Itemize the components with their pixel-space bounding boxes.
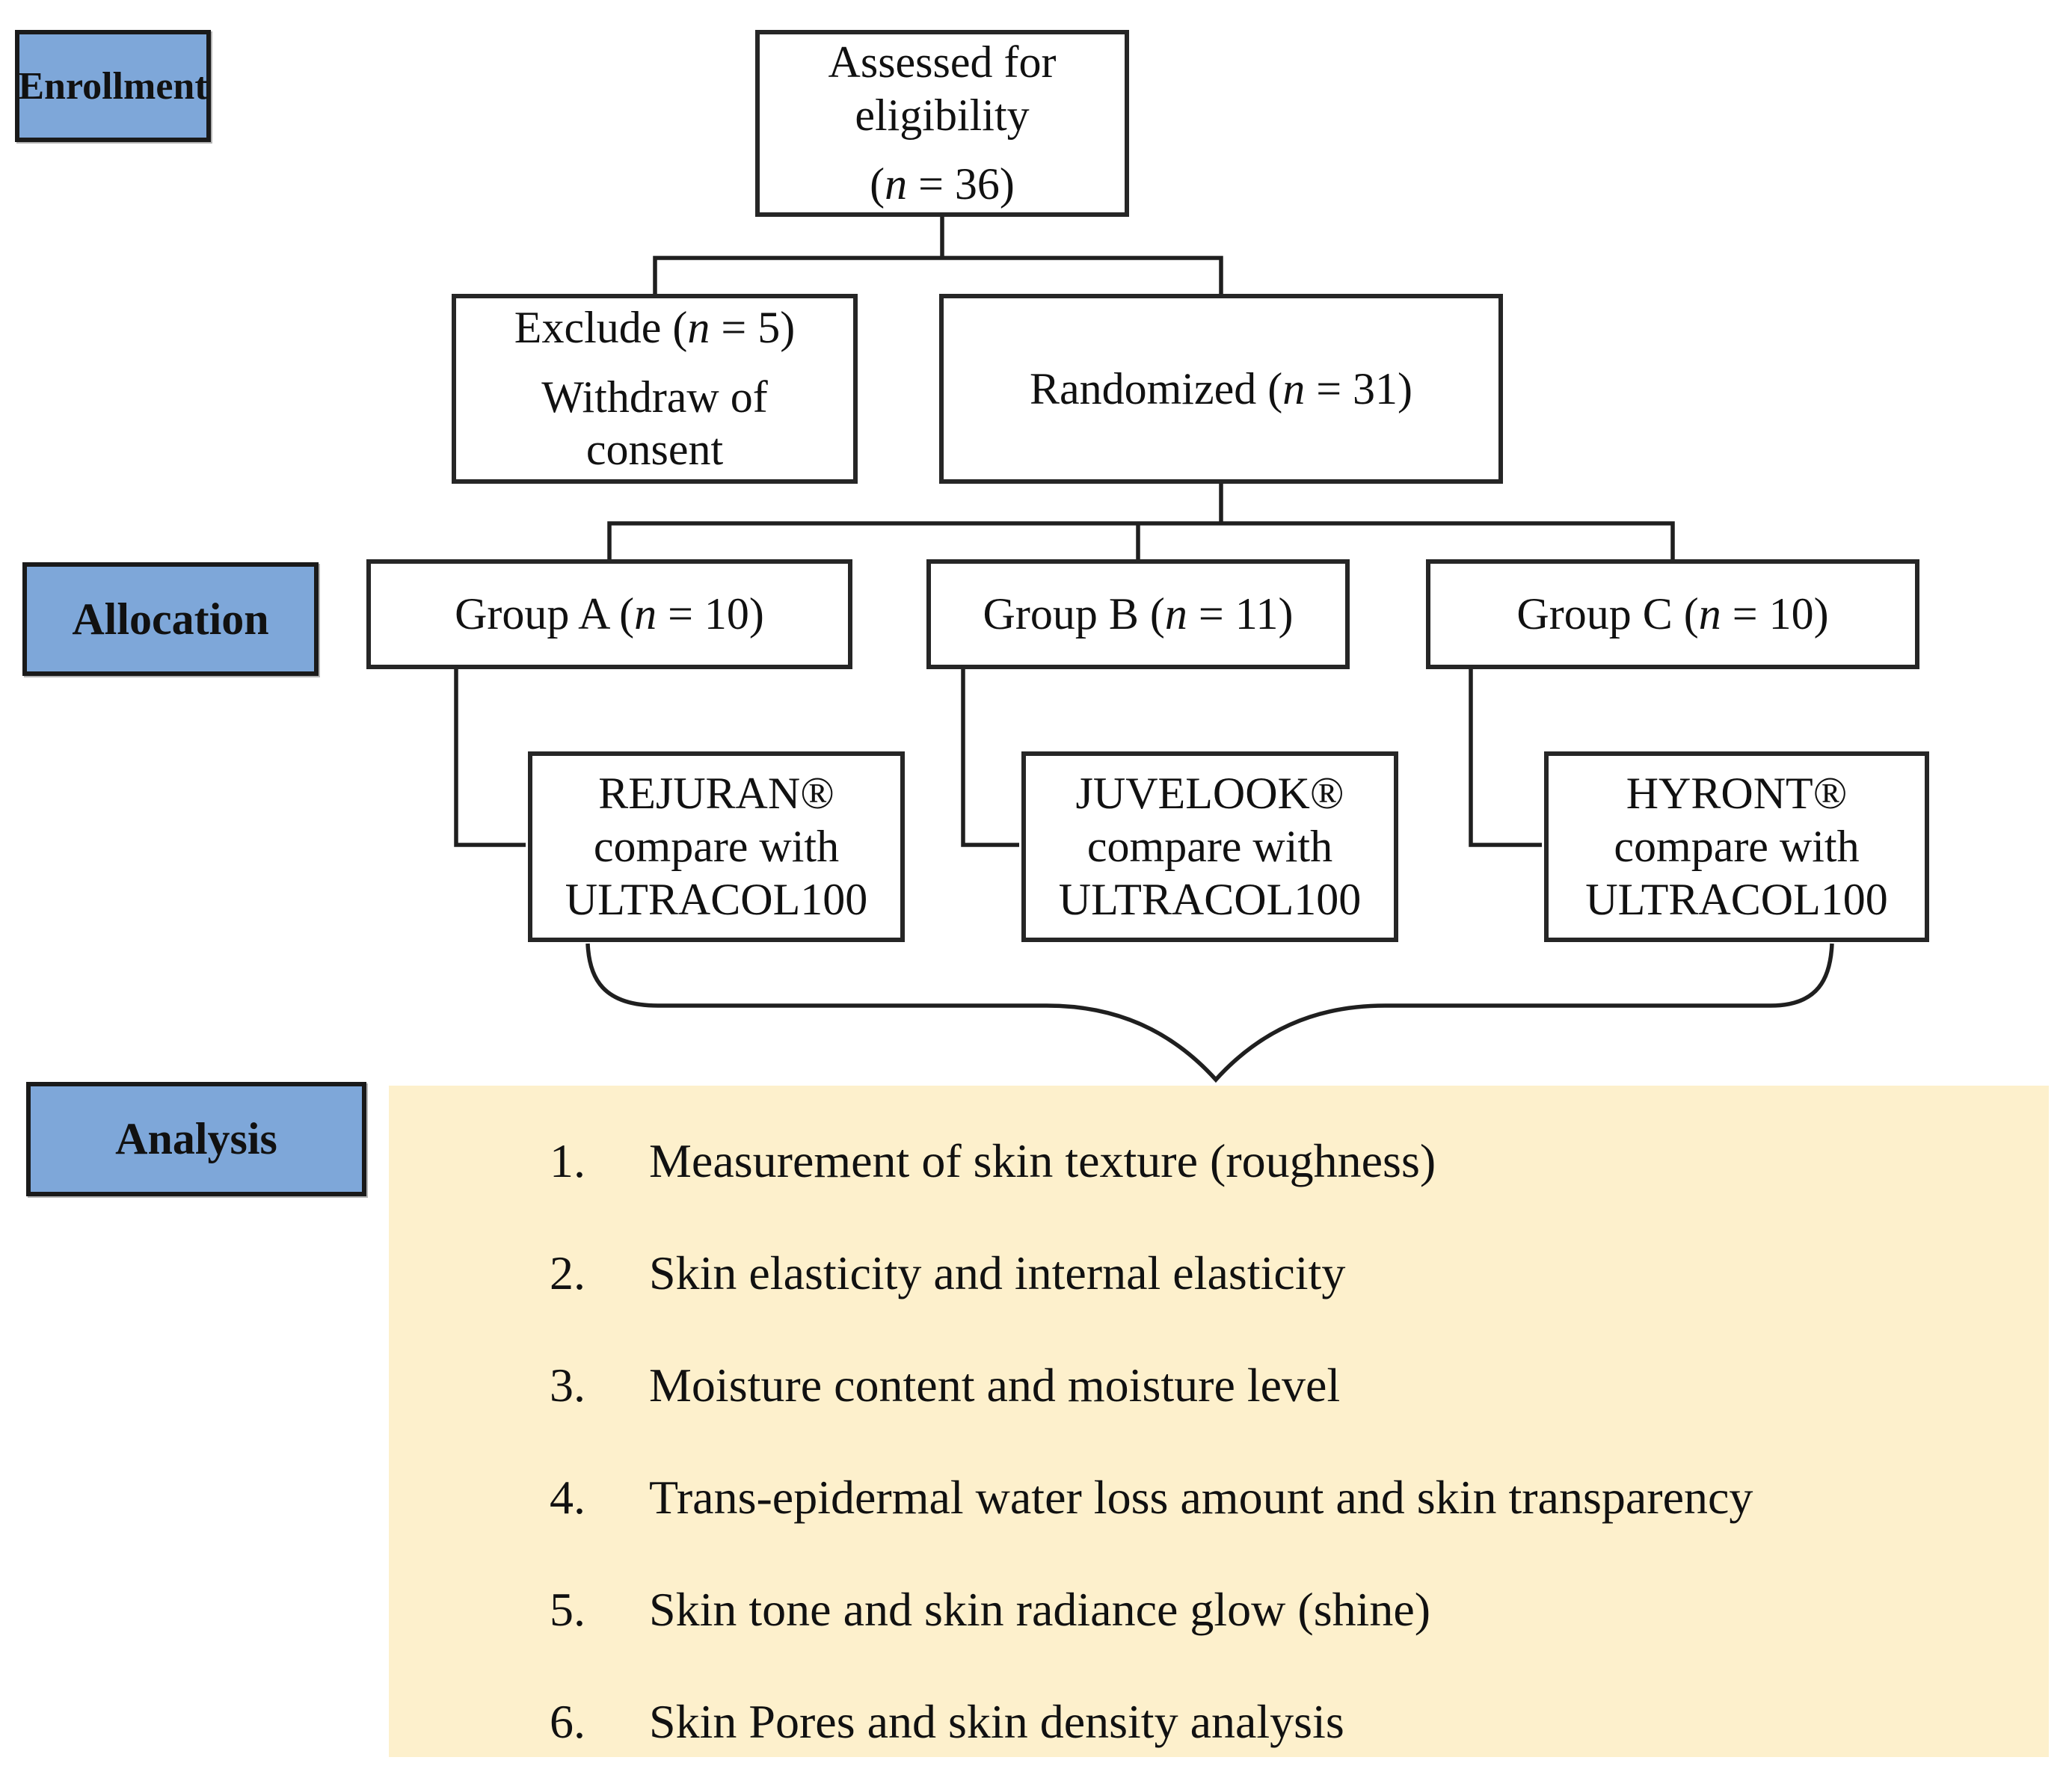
analysis-item-number: 1. bbox=[550, 1133, 585, 1187]
connector-elbow-b bbox=[961, 668, 1019, 847]
group-a-label: Group A (n = 10) bbox=[455, 589, 764, 639]
node-group-c: Group C (n = 10) bbox=[1426, 559, 1919, 669]
node-group-a: Group A (n = 10) bbox=[366, 559, 852, 669]
node-randomized: Randomized (n = 31) bbox=[939, 294, 1503, 484]
compare-c-line2: compare with bbox=[1614, 822, 1860, 872]
group-c-label: Group C (n = 10) bbox=[1516, 589, 1829, 639]
analysis-item-text: Moisture content and moisture level bbox=[649, 1358, 1341, 1412]
brace-curve bbox=[585, 943, 1834, 1083]
node-group-b: Group B (n = 11) bbox=[926, 559, 1350, 669]
node-compare-juvelook: JUVELOOK® compare with ULTRACOL100 bbox=[1021, 751, 1398, 942]
stage-label-enrollment: Enrollment bbox=[15, 30, 211, 142]
analysis-item-text: Skin tone and skin radiance glow (shine) bbox=[649, 1582, 1431, 1636]
exclude-count: Exclude (n = 5) bbox=[514, 302, 796, 352]
analysis-item-text: Trans-epidermal water loss amount and sk… bbox=[649, 1470, 1753, 1524]
connector-branch-groups bbox=[607, 521, 1675, 561]
exclude-reason: Withdraw of consent bbox=[541, 372, 768, 475]
node-compare-hyront: HYRONT® compare with ULTRACOL100 bbox=[1544, 751, 1929, 942]
randomized-label: Randomized (n = 31) bbox=[1029, 363, 1413, 413]
stage-label-analysis-text: Analysis bbox=[115, 1114, 277, 1163]
analysis-item: 3. Moisture content and moisture level bbox=[550, 1329, 2026, 1442]
connector-branch-top bbox=[653, 256, 1223, 295]
compare-a-line3: ULTRACOL100 bbox=[565, 874, 868, 924]
compare-b-line2: compare with bbox=[1086, 822, 1333, 872]
analysis-item-number: 6. bbox=[550, 1694, 585, 1748]
analysis-item: 5. Skin tone and skin radiance glow (shi… bbox=[550, 1554, 2026, 1666]
analysis-item-number: 4. bbox=[550, 1470, 585, 1524]
compare-a-line2: compare with bbox=[593, 822, 840, 872]
analysis-item-number: 5. bbox=[550, 1582, 585, 1636]
compare-c-brand: HYRONT® bbox=[1626, 769, 1848, 819]
connector-elbow-c bbox=[1469, 668, 1542, 847]
stage-label-analysis: Analysis bbox=[26, 1082, 366, 1196]
group-b-label: Group B (n = 11) bbox=[983, 589, 1294, 639]
compare-c-line3: ULTRACOL100 bbox=[1585, 874, 1888, 924]
analysis-item-number: 2. bbox=[550, 1246, 585, 1299]
analysis-item-number: 3. bbox=[550, 1358, 585, 1412]
node-compare-rejuran: REJURAN® compare with ULTRACOL100 bbox=[528, 751, 905, 942]
analysis-item: 4. Trans-epidermal water loss amount and… bbox=[550, 1442, 2026, 1554]
node-excluded: Exclude (n = 5) Withdraw of consent bbox=[452, 294, 858, 484]
connector-elbow-a bbox=[454, 668, 526, 847]
stage-label-enrollment-text: Enrollment bbox=[18, 64, 208, 108]
analysis-item: 1. Measurement of skin texture (roughnes… bbox=[550, 1105, 2026, 1217]
analysis-item-text: Measurement of skin texture (roughness) bbox=[649, 1133, 1436, 1187]
compare-b-line3: ULTRACOL100 bbox=[1058, 874, 1362, 924]
analysis-item: 6. Skin Pores and skin density analysis bbox=[550, 1666, 2026, 1775]
stage-label-allocation: Allocation bbox=[22, 562, 319, 676]
compare-b-brand: JUVELOOK® bbox=[1075, 769, 1344, 819]
analysis-item: 2. Skin elasticity and internal elastici… bbox=[550, 1217, 2026, 1329]
stage-label-allocation-text: Allocation bbox=[72, 594, 269, 644]
assessed-title: Assessed for eligibility bbox=[828, 37, 1057, 140]
analysis-panel: 1. Measurement of skin texture (roughnes… bbox=[389, 1086, 2049, 1757]
assessed-count: (n = 36) bbox=[870, 159, 1015, 209]
analysis-item-text: Skin Pores and skin density analysis bbox=[649, 1694, 1344, 1748]
analysis-item-text: Skin elasticity and internal elasticity bbox=[649, 1246, 1346, 1299]
node-assessed-for-eligibility: Assessed for eligibility (n = 36) bbox=[755, 30, 1129, 217]
compare-a-brand: REJURAN® bbox=[598, 769, 834, 819]
